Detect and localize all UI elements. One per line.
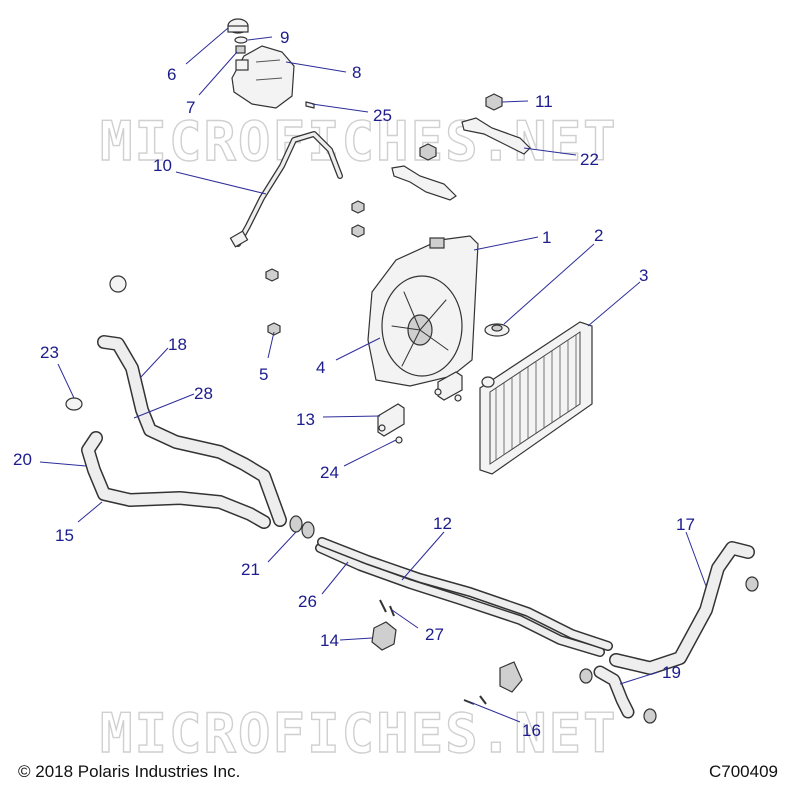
callout-28: 28 — [194, 384, 213, 403]
part-screw-25 — [305, 101, 315, 109]
callout-4: 4 — [316, 358, 325, 377]
callout-labels: 6 9 7 8 25 10 11 22 1 2 3 4 5 13 24 23 1… — [13, 28, 695, 740]
part-radiator — [479, 321, 593, 475]
callout-17: 17 — [676, 515, 695, 534]
part-cap — [227, 18, 249, 34]
callout-23: 23 — [40, 343, 59, 362]
callout-1: 1 — [542, 228, 551, 247]
part-bracket-13 — [377, 371, 463, 444]
callout-24: 24 — [320, 463, 339, 482]
part-o-ring — [234, 36, 248, 44]
part-hose-17 — [609, 541, 759, 675]
callout-19: 19 — [662, 663, 681, 682]
callout-11: 11 — [535, 92, 553, 111]
callout-14: 14 — [320, 631, 339, 650]
callout-21: 21 — [241, 560, 260, 579]
part-fan-shroud — [367, 235, 479, 387]
leader-lines — [39, 27, 707, 723]
part-hose-18 — [97, 335, 287, 527]
watermark-bottom: MICROFICHES.NET — [100, 702, 618, 765]
part-bracket-22 — [391, 117, 531, 201]
callout-15: 15 — [55, 526, 74, 545]
callout-8: 8 — [352, 63, 361, 82]
callout-3: 3 — [639, 266, 648, 285]
callout-5: 5 — [259, 365, 268, 384]
callout-27: 27 — [425, 625, 444, 644]
callout-25: 25 — [373, 106, 392, 125]
callout-10: 10 — [153, 156, 172, 175]
callout-13: 13 — [296, 410, 315, 429]
part-misc-14-16-27 — [371, 599, 523, 705]
part-coolant-tank — [231, 45, 295, 109]
part-tubes-12-26 — [315, 537, 613, 657]
callout-22: 22 — [580, 150, 599, 169]
callout-16: 16 — [522, 721, 541, 740]
callout-2: 2 — [594, 226, 603, 245]
callout-20: 20 — [13, 450, 32, 469]
part-clamp-23 — [65, 397, 83, 411]
part-hose-20-15 — [81, 431, 271, 529]
callout-9: 9 — [280, 28, 289, 47]
callout-6: 6 — [167, 65, 176, 84]
callout-7: 7 — [186, 98, 195, 117]
part-nut-11 — [485, 93, 503, 111]
part-hose-19 — [579, 665, 657, 724]
callout-18: 18 — [168, 335, 187, 354]
watermark-top: MICROFICHES.NET — [100, 110, 618, 173]
part-fasteners — [109, 200, 365, 336]
part-overflow-hose — [229, 131, 343, 248]
callout-26: 26 — [298, 592, 317, 611]
part-grommet — [484, 323, 510, 337]
copyright-notice: © 2018 Polaris Industries Inc. — [18, 762, 241, 781]
part-gasket — [235, 45, 246, 54]
diagram-code: C700409 — [708, 762, 778, 781]
callout-12: 12 — [433, 514, 452, 533]
